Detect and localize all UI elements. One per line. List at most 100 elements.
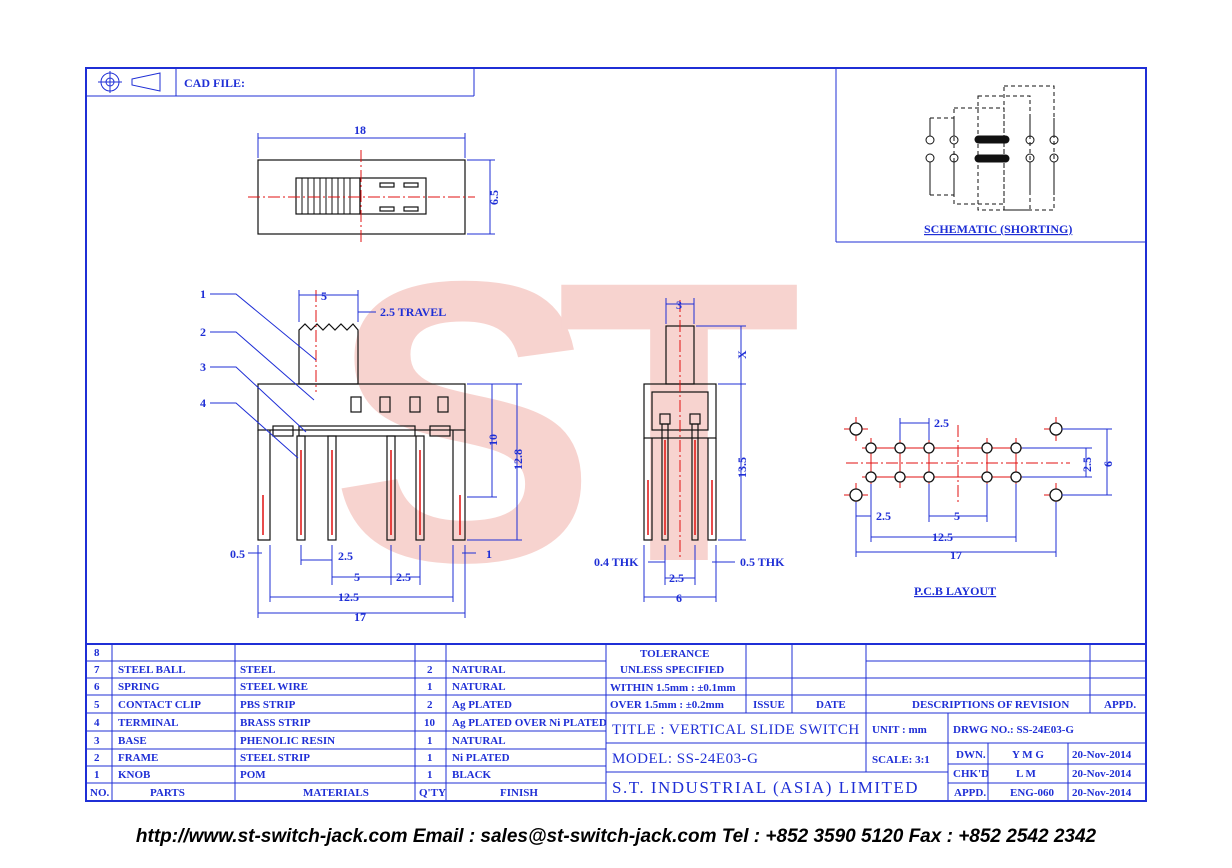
revision-date-header: DATE xyxy=(816,699,846,711)
bom-row-3-material: PHENOLIC RESIN xyxy=(240,735,335,747)
bom-row-1-qty: 1 xyxy=(427,769,433,781)
bom-row-6-qty: 1 xyxy=(427,681,433,693)
bom-row-5-no: 5 xyxy=(94,699,100,711)
bom-row-7-qty: 2 xyxy=(427,664,433,676)
bom-row-5-qty: 2 xyxy=(427,699,433,711)
span-dim: 12.5 xyxy=(338,590,359,604)
pcb-span-dim: 12.5 xyxy=(932,530,953,544)
callout-1: 1 xyxy=(200,287,206,301)
tolerance-subtitle: UNLESS SPECIFIED xyxy=(620,664,724,676)
side-width-dim: 6 xyxy=(676,591,682,605)
front-view: 1 2 3 4 5 2.5 TRAVEL 10 12.8 0.5 1 2.5 5 xyxy=(200,287,525,624)
bom-row-3-part: BASE xyxy=(118,735,147,747)
bom-row-6-finish: NATURAL xyxy=(452,681,506,693)
drawing-title: TITLE : VERTICAL SLIDE SWITCH xyxy=(612,722,860,738)
side-knob-height-dim: X xyxy=(735,350,749,359)
chkd-label: CHK'D xyxy=(953,768,989,780)
bom-row-3-finish: NATURAL xyxy=(452,735,506,747)
bom-row-1-part: KNOB xyxy=(118,769,151,781)
side-height-dim: 13.5 xyxy=(735,457,749,478)
callout-3: 3 xyxy=(200,360,206,374)
bom-row-5-part: CONTACT CLIP xyxy=(118,699,201,711)
top-view-width-dim: 18 xyxy=(354,123,366,137)
bom-row-4-finish: Ag PLATED OVER Ni PLATED xyxy=(452,717,607,729)
overall-dim: 17 xyxy=(354,610,366,624)
bom-row-6-material: STEEL WIRE xyxy=(240,681,308,693)
scale-label: SCALE: 3:1 xyxy=(872,754,930,766)
dwn-label: DWN. xyxy=(956,749,986,761)
bom-row-2-qty: 1 xyxy=(427,752,433,764)
side-pitch-dim: 2.5 xyxy=(669,571,684,585)
bom-row-7-part: STEEL BALL xyxy=(118,664,186,676)
drawing-border xyxy=(85,67,1147,802)
bom-row-7-finish: NATURAL xyxy=(452,664,506,676)
left-pin-dim: 0.5 xyxy=(230,547,245,561)
unit-label: UNIT : mm xyxy=(872,724,927,736)
watermark-logo: ST xyxy=(330,198,841,645)
pcb-pitch-top-dim: 2.5 xyxy=(934,416,949,430)
side-knob-width-dim: 3 xyxy=(676,298,682,312)
bom-row-2-no: 2 xyxy=(94,752,100,764)
pitch-b-dim: 5 xyxy=(354,570,360,584)
body-height-dim: 10 xyxy=(486,434,500,446)
pitch-a-dim: 2.5 xyxy=(338,549,353,563)
revision-issue-header: ISSUE xyxy=(753,699,785,711)
bom-row-6-part: SPRING xyxy=(118,681,160,693)
bom-row-2-finish: Ni PLATED xyxy=(452,752,510,764)
pcb-edge-dim: 2.5 xyxy=(876,509,891,523)
bom-row-4-qty: 10 xyxy=(424,717,436,729)
bom-row-4-no: 4 xyxy=(94,717,100,729)
bom-row-2-material: STEEL STRIP xyxy=(240,752,310,764)
pcb-pitch-mid-dim: 5 xyxy=(954,509,960,523)
top-view-height-dim: 6.5 xyxy=(487,190,501,205)
svg-text:ST: ST xyxy=(330,198,801,645)
appd-date: 20-Nov-2014 xyxy=(1072,787,1132,799)
bom-row-1-finish: BLACK xyxy=(452,769,492,781)
bom-row-4-material: BRASS STRIP xyxy=(240,717,311,729)
bom-header-qty: Q'TY xyxy=(419,787,446,799)
bom-row-4-part: TERMINAL xyxy=(118,717,179,729)
schematic-label: SCHEMATIC (SHORTING) xyxy=(924,222,1072,236)
pcb-row-gap-dim: 2.5 xyxy=(1080,457,1094,472)
bom-header-finish: FINISH xyxy=(500,787,538,799)
bom-row-1-material: POM xyxy=(240,769,266,781)
bom-row-5-material: PBS STRIP xyxy=(240,699,296,711)
pitch-c-dim: 2.5 xyxy=(396,570,411,584)
bom-row-7-material: STEEL xyxy=(240,664,275,676)
cad-file-header: CAD FILE: xyxy=(86,68,475,97)
revision-appd-header: APPD. xyxy=(1104,699,1136,711)
right-pin-dim: 1 xyxy=(486,547,492,561)
bom-row-2-part: FRAME xyxy=(118,752,158,764)
cad-file-label: CAD FILE: xyxy=(184,76,245,90)
company-name: S.T. INDUSTRIAL (ASIA) LIMITED xyxy=(612,778,919,797)
tolerance-within: WITHIN 1.5mm : ±0.1mm xyxy=(610,682,736,694)
revision-block: TOLERANCE UNLESS SPECIFIED WITHIN 1.5mm … xyxy=(606,644,1146,714)
tolerance-title: TOLERANCE xyxy=(640,648,709,660)
projection-symbol-icon xyxy=(98,71,161,93)
bom-row-1-no: 1 xyxy=(94,769,100,781)
bom-header-materials: MATERIALS xyxy=(303,787,369,799)
bom-table: 8 7 STEEL BALL STEEL 2 NATURAL 6 SPRING … xyxy=(86,643,1146,801)
callout-2: 2 xyxy=(200,325,206,339)
bom-header-parts: PARTS xyxy=(150,787,185,799)
side-thk-right-dim: 0.5 THK xyxy=(740,555,785,569)
appd-value: ENG-060 xyxy=(1010,787,1055,799)
bom-header-no: NO. xyxy=(90,787,110,799)
schematic-diagram xyxy=(925,85,1059,211)
title-block: TITLE : VERTICAL SLIDE SWITCH MODEL: SS-… xyxy=(606,713,1146,801)
pcb-layout: 2.5 2.5 6 2.5 5 12.5 17 P.C.B LAYOUT xyxy=(844,416,1115,598)
bom-row-3-qty: 1 xyxy=(427,735,433,747)
pcb-layout-label: P.C.B LAYOUT xyxy=(914,584,996,598)
total-height-dim: 12.8 xyxy=(511,449,525,470)
bom-row-7-no: 7 xyxy=(94,664,100,676)
schematic-panel: SCHEMATIC (SHORTING) xyxy=(835,68,1146,243)
bom-row-6-no: 6 xyxy=(94,681,100,693)
chkd-date: 20-Nov-2014 xyxy=(1072,768,1132,780)
travel-dim: 2.5 TRAVEL xyxy=(380,305,446,319)
pcb-height-dim: 6 xyxy=(1101,461,1115,467)
contact-footer: http://www.st-switch-jack.com Email : sa… xyxy=(135,826,1097,847)
bom-row-5-finish: Ag PLATED xyxy=(452,699,512,711)
bom-row-8-no: 8 xyxy=(94,647,100,659)
top-view: 18 6.5 xyxy=(248,123,501,244)
